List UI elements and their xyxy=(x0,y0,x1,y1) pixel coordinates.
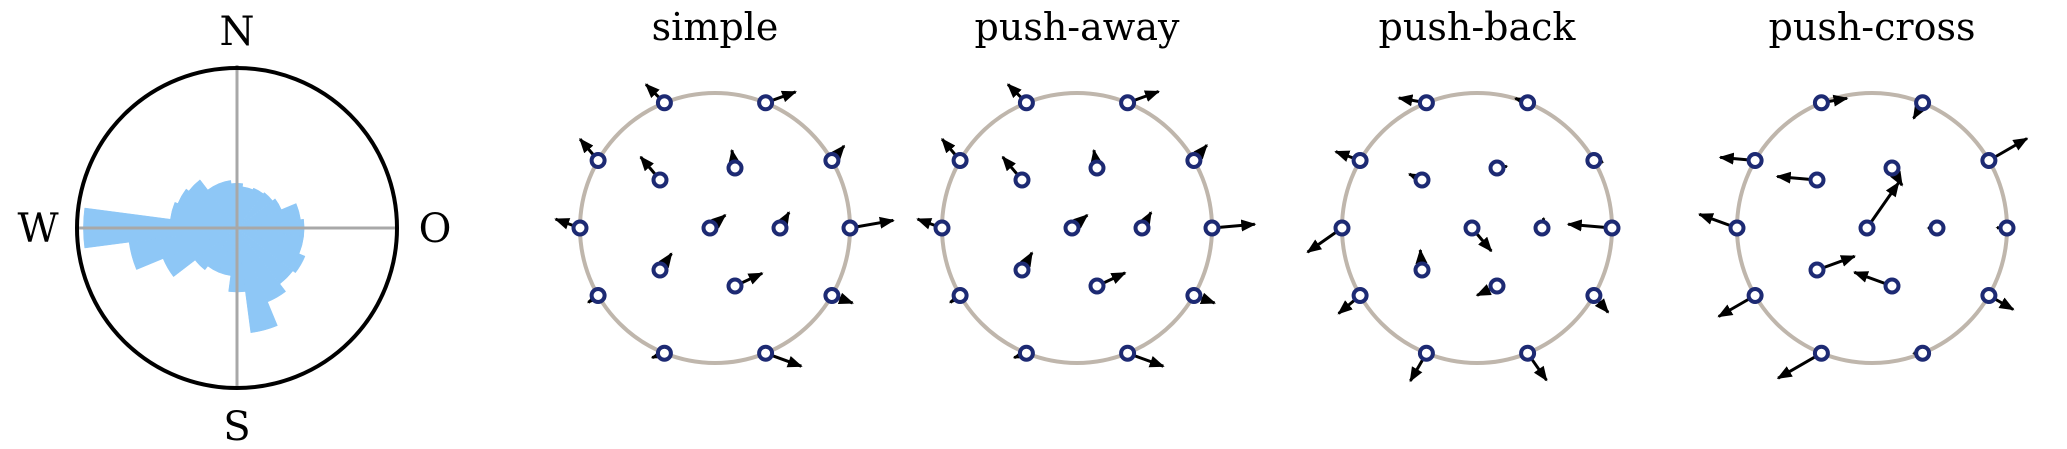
particle-node xyxy=(1488,159,1506,177)
particle-node xyxy=(1519,344,1537,362)
panel-push-cross: push-cross xyxy=(1697,5,2029,380)
particle-node xyxy=(1914,94,1932,112)
particle-node xyxy=(1417,94,1435,112)
particle-node xyxy=(1928,219,1946,237)
panel-title: push-away xyxy=(975,5,1180,49)
particle-node xyxy=(1351,152,1369,169)
particle-node xyxy=(1746,152,1764,169)
rose-sectors xyxy=(83,179,306,333)
particle-node xyxy=(841,219,859,237)
velocity-arrow xyxy=(1865,181,1900,229)
particle-node xyxy=(1333,219,1351,237)
particle-node xyxy=(651,171,669,189)
rose-sector xyxy=(188,179,238,229)
particle-node xyxy=(1980,152,1998,169)
compass-circle xyxy=(75,66,399,390)
panel-simple: simple xyxy=(554,5,895,368)
rose-sector xyxy=(218,180,238,229)
particle-node xyxy=(1808,171,1826,189)
particle-node xyxy=(951,287,969,304)
panel-title: push-cross xyxy=(1769,5,1976,49)
particle-node xyxy=(757,94,775,112)
particle-node xyxy=(1013,261,1031,279)
rose-sector xyxy=(177,188,238,229)
particle-node xyxy=(1808,261,1826,279)
particle-node xyxy=(1519,94,1537,112)
particle-node xyxy=(1119,94,1137,112)
particle-node xyxy=(823,287,841,304)
particle-node xyxy=(1603,219,1621,237)
panel-body xyxy=(554,83,895,368)
panel-body xyxy=(916,83,1257,368)
particle-node xyxy=(1883,159,1901,177)
panel-push-back: push-back xyxy=(1306,5,1621,383)
compass-label-east: O xyxy=(419,206,452,252)
particle-node xyxy=(726,277,744,295)
panel-body xyxy=(1697,91,2029,380)
particle-node xyxy=(589,287,607,304)
particle-node xyxy=(1413,171,1431,189)
particle-node xyxy=(655,344,673,362)
particle-node xyxy=(726,159,744,177)
particle-node xyxy=(655,94,673,112)
particle-node xyxy=(1533,219,1551,237)
panel-title: push-back xyxy=(1379,5,1577,49)
particle-node xyxy=(1914,344,1932,362)
particle-node xyxy=(1585,152,1603,169)
particle-node xyxy=(1063,219,1081,237)
particle-node xyxy=(1013,171,1031,189)
rose-sector xyxy=(236,227,278,333)
particle-node xyxy=(1413,261,1431,279)
particle-node xyxy=(571,219,589,237)
particle-node xyxy=(1746,287,1764,304)
particle-node xyxy=(1017,94,1035,112)
particle-node xyxy=(1133,219,1151,237)
particle-node xyxy=(589,152,607,169)
particle-node xyxy=(771,219,789,237)
rose-sector xyxy=(236,227,306,274)
particle-node xyxy=(1351,287,1369,304)
particle-node xyxy=(1417,344,1435,362)
particle-node xyxy=(1812,94,1830,112)
particle-node xyxy=(1463,219,1481,237)
rose-sector xyxy=(170,201,238,229)
particle-node xyxy=(1203,219,1221,237)
particle-node xyxy=(1088,159,1106,177)
compass-label-south: S xyxy=(223,404,250,449)
particle-node xyxy=(933,219,951,237)
particle-node xyxy=(1998,219,2016,237)
particle-node xyxy=(1119,344,1137,362)
particle-node xyxy=(1185,152,1203,169)
particle-node xyxy=(1017,344,1035,362)
particle-node xyxy=(951,152,969,169)
compass-label-west: W xyxy=(17,206,58,252)
particle-node xyxy=(651,261,669,279)
particle-node xyxy=(1585,287,1603,304)
particle-node xyxy=(1883,277,1901,295)
panel-body xyxy=(1306,91,1621,383)
particle-node xyxy=(1488,277,1506,295)
compass-rose: N S W O xyxy=(17,9,451,449)
particle-node xyxy=(1812,344,1830,362)
particle-node xyxy=(1088,277,1106,295)
particle-node xyxy=(823,152,841,169)
particle-node xyxy=(757,344,775,362)
particle-node xyxy=(1185,287,1203,304)
particle-node xyxy=(1858,219,1876,237)
compass-label-north: N xyxy=(220,9,255,55)
panel-push-away: push-away xyxy=(916,5,1257,368)
particle-node xyxy=(1980,287,1998,304)
particle-node xyxy=(701,219,719,237)
particle-node xyxy=(1728,219,1746,237)
panel-title: simple xyxy=(652,5,779,49)
